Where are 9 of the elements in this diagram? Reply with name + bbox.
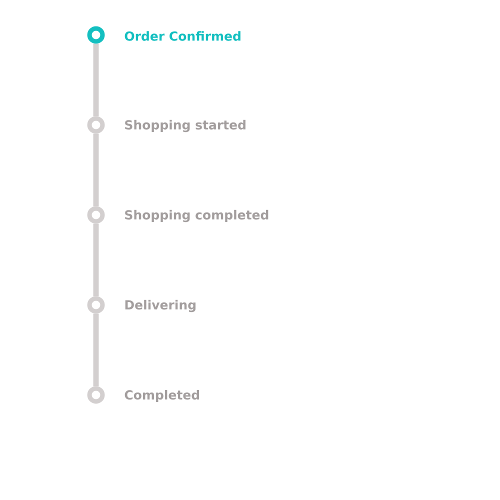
- step-label: Order Confirmed: [124, 31, 240, 41]
- step-label: Completed: [124, 390, 200, 402]
- connector-line: [93, 44, 99, 116]
- step-label: Shopping completed: [125, 210, 268, 222]
- connector-line: [93, 224, 99, 296]
- step-label: Delivering: [125, 300, 196, 312]
- connector-line: [93, 314, 99, 386]
- connector-line: [93, 134, 99, 206]
- step-label: Shopping started: [125, 120, 246, 132]
